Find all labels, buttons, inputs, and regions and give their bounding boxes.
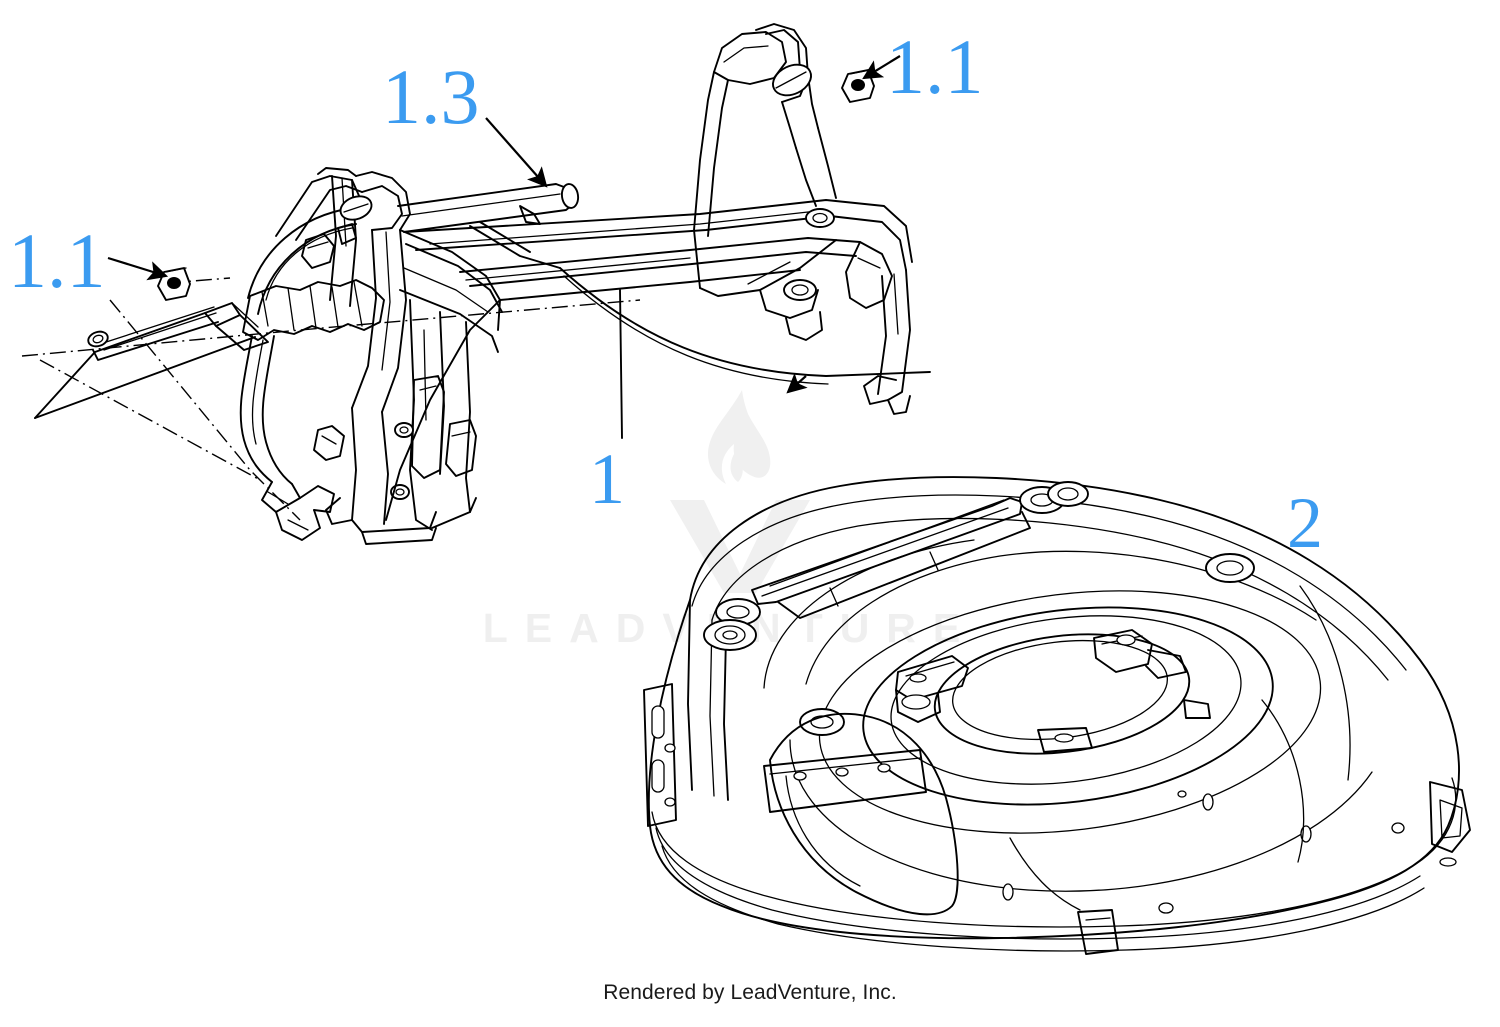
callout-2[interactable]: 2 — [1287, 483, 1323, 563]
render-credit: Rendered by LeadVenture, Inc. — [603, 981, 897, 1004]
upper-spar-right — [403, 199, 913, 415]
center-lines — [21, 277, 641, 521]
leader-lines — [107, 55, 901, 394]
bracket-upper-detail — [301, 223, 357, 269]
mower-deck — [643, 476, 1471, 955]
clip-part-left — [157, 267, 191, 301]
leader-1 — [786, 372, 808, 394]
handle-tube-left — [34, 302, 269, 419]
callout-1[interactable]: 1 — [589, 439, 625, 519]
callout-1-1-left[interactable]: 1.1 — [8, 217, 106, 304]
upper-handle-rod — [397, 183, 580, 269]
deck-shield-curve — [385, 267, 931, 521]
right-bracket-foot — [759, 208, 835, 341]
right-upright-bracket — [693, 23, 837, 297]
handle-latch-linkage — [239, 207, 385, 541]
leader-1-1-right — [862, 55, 901, 80]
callout-1-1-right[interactable]: 1.1 — [886, 23, 984, 110]
leader-1-1-left — [107, 256, 169, 281]
callout-1-3[interactable]: 1.3 — [382, 53, 480, 140]
handle-bracket-main — [275, 167, 503, 545]
leader-1-3 — [485, 117, 548, 188]
